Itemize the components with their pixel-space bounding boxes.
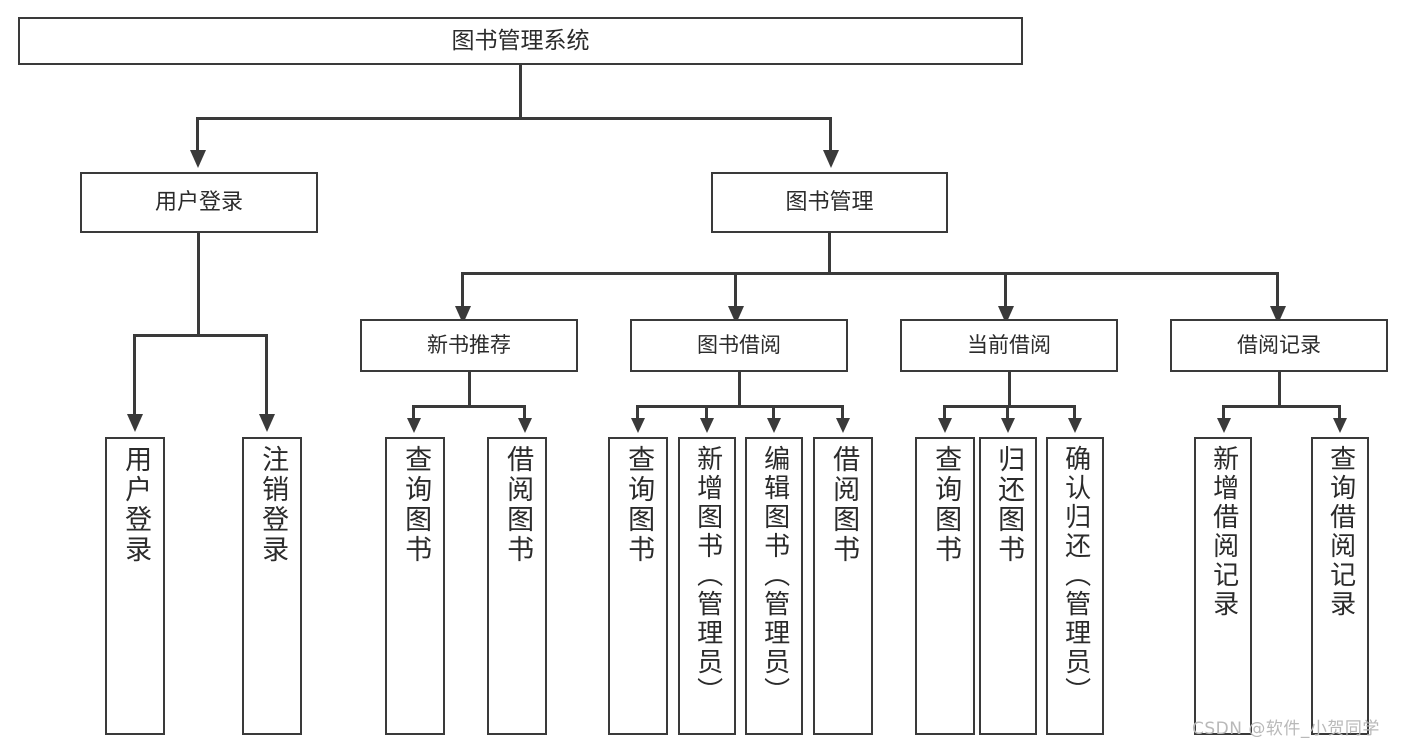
arrow-down-icon-book-borrow-leaf-4	[836, 418, 850, 433]
arrow-down-icon-book-management	[823, 150, 839, 168]
edge-drop-user-login	[196, 117, 199, 152]
edge-book-management-stem	[828, 233, 831, 273]
arrow-down-icon-user-login	[190, 150, 206, 168]
edge-book-borrow-bus	[636, 405, 844, 408]
node-label: 新书推荐	[427, 333, 511, 358]
edge-new-book-bus	[412, 405, 526, 408]
leaf-new-book-borrow-books[interactable]: 借阅图书	[487, 437, 547, 735]
arrow-down-icon-user-login-leaf-2	[259, 414, 275, 432]
leaf-book-borrow-edit-book-admin[interactable]: 编辑图书（管理员）	[745, 437, 803, 735]
arrow-down-icon-borrow-record-leaf-1	[1217, 418, 1231, 433]
edge-drop-borrow-record-leaf-1	[1222, 405, 1225, 421]
leaf-borrow-record-query-record[interactable]: 查询借阅记录	[1311, 437, 1369, 735]
leaf-new-book-query-books[interactable]: 查询图书	[385, 437, 445, 735]
edge-level3-bus	[461, 272, 1279, 275]
arrow-down-icon-new-book-leaf-1	[407, 418, 421, 433]
edge-borrow-record-stem	[1278, 372, 1281, 408]
node-label: 查询图书	[930, 445, 962, 565]
node-label: 编辑图书（管理员）	[759, 445, 790, 706]
edge-drop-new-book-leaf-2	[523, 405, 526, 421]
edge-drop-book-borrow-leaf-4	[841, 405, 844, 421]
node-label: 用户登录	[120, 445, 152, 565]
arrow-down-icon-user-login-leaf-1	[127, 414, 143, 432]
node-label: 新增图书（管理员）	[692, 445, 723, 706]
node-current-borrow[interactable]: 当前借阅	[900, 319, 1118, 372]
node-borrow-record[interactable]: 借阅记录	[1170, 319, 1388, 372]
edge-book-borrow-stem	[738, 372, 741, 408]
node-label: 图书管理	[785, 189, 874, 215]
node-label: 图书管理系统	[451, 27, 590, 54]
edge-current-borrow-stem	[1008, 372, 1011, 408]
edge-drop-book-management	[829, 117, 832, 152]
edge-drop-borrow-record-leaf-2	[1338, 405, 1341, 421]
edge-drop-new-book	[461, 272, 464, 308]
arrow-down-icon-current-borrow-leaf-3	[1068, 418, 1082, 433]
node-label: 归还图书	[993, 445, 1025, 565]
arrow-down-icon-book-borrow-leaf-2	[700, 418, 714, 433]
edge-level2-bus	[196, 117, 832, 120]
node-user-login[interactable]: 用户登录	[80, 172, 318, 233]
edge-borrow-record-bus	[1222, 405, 1341, 408]
edge-drop-borrow-record	[1276, 272, 1279, 308]
node-label: 确认归还（管理员）	[1060, 445, 1091, 706]
edge-drop-current-borrow-leaf-2	[1006, 405, 1009, 421]
edge-drop-book-borrow	[734, 272, 737, 308]
edge-drop-book-borrow-leaf-1	[636, 405, 639, 421]
leaf-book-borrow-borrow-books[interactable]: 借阅图书	[813, 437, 873, 735]
edge-user-login-stem	[197, 233, 200, 334]
leaf-current-borrow-return-books[interactable]: 归还图书	[979, 437, 1037, 735]
node-label: 借阅图书	[502, 445, 534, 565]
node-label: 查询图书	[623, 445, 655, 565]
edge-drop-book-borrow-leaf-2	[705, 405, 708, 421]
edge-new-book-stem	[468, 372, 471, 408]
node-new-book-recommend[interactable]: 新书推荐	[360, 319, 578, 372]
node-label: 借阅记录	[1237, 333, 1321, 358]
arrow-down-icon-book-borrow-leaf-3	[767, 418, 781, 433]
node-label: 新增借阅记录	[1208, 445, 1239, 619]
leaf-book-borrow-query-books[interactable]: 查询图书	[608, 437, 668, 735]
arrow-down-icon-book-borrow-leaf-1	[631, 418, 645, 433]
edge-user-login-bus	[133, 334, 267, 337]
node-label: 查询借阅记录	[1325, 445, 1356, 619]
arrow-down-icon-borrow-record-leaf-2	[1333, 418, 1347, 433]
leaf-current-borrow-query-books[interactable]: 查询图书	[915, 437, 975, 735]
leaf-borrow-record-add-record[interactable]: 新增借阅记录	[1194, 437, 1252, 735]
edge-current-borrow-bus	[943, 405, 1075, 408]
node-label: 图书借阅	[697, 333, 781, 358]
node-label: 当前借阅	[967, 333, 1051, 358]
leaf-user-login-logout[interactable]: 注销登录	[242, 437, 302, 735]
node-book-borrow[interactable]: 图书借阅	[630, 319, 848, 372]
edge-drop-book-borrow-leaf-3	[772, 405, 775, 421]
edge-drop-user-login-leaf-1	[133, 334, 136, 416]
node-label: 注销登录	[257, 445, 289, 565]
arrow-down-icon-current-borrow-leaf-2	[1001, 418, 1015, 433]
edge-drop-current-borrow-leaf-3	[1073, 405, 1076, 421]
arrow-down-icon-new-book-leaf-2	[518, 418, 532, 433]
edge-drop-user-login-leaf-2	[265, 334, 268, 416]
edge-root-stem	[519, 65, 522, 117]
node-label: 借阅图书	[828, 445, 860, 565]
arrow-down-icon-current-borrow-leaf-1	[938, 418, 952, 433]
node-label: 用户登录	[154, 189, 243, 215]
edge-drop-new-book-leaf-1	[412, 405, 415, 421]
leaf-user-login-login[interactable]: 用户登录	[105, 437, 165, 735]
edge-drop-current-borrow-leaf-1	[943, 405, 946, 421]
watermark-text: CSDN @软件_小贺同学	[1192, 719, 1380, 739]
leaf-current-borrow-confirm-return-admin[interactable]: 确认归还（管理员）	[1046, 437, 1104, 735]
node-label: 查询图书	[400, 445, 432, 565]
node-book-management[interactable]: 图书管理	[711, 172, 948, 233]
node-root-book-management-system[interactable]: 图书管理系统	[18, 17, 1023, 65]
edge-drop-current-borrow	[1004, 272, 1007, 308]
leaf-book-borrow-add-book-admin[interactable]: 新增图书（管理员）	[678, 437, 736, 735]
